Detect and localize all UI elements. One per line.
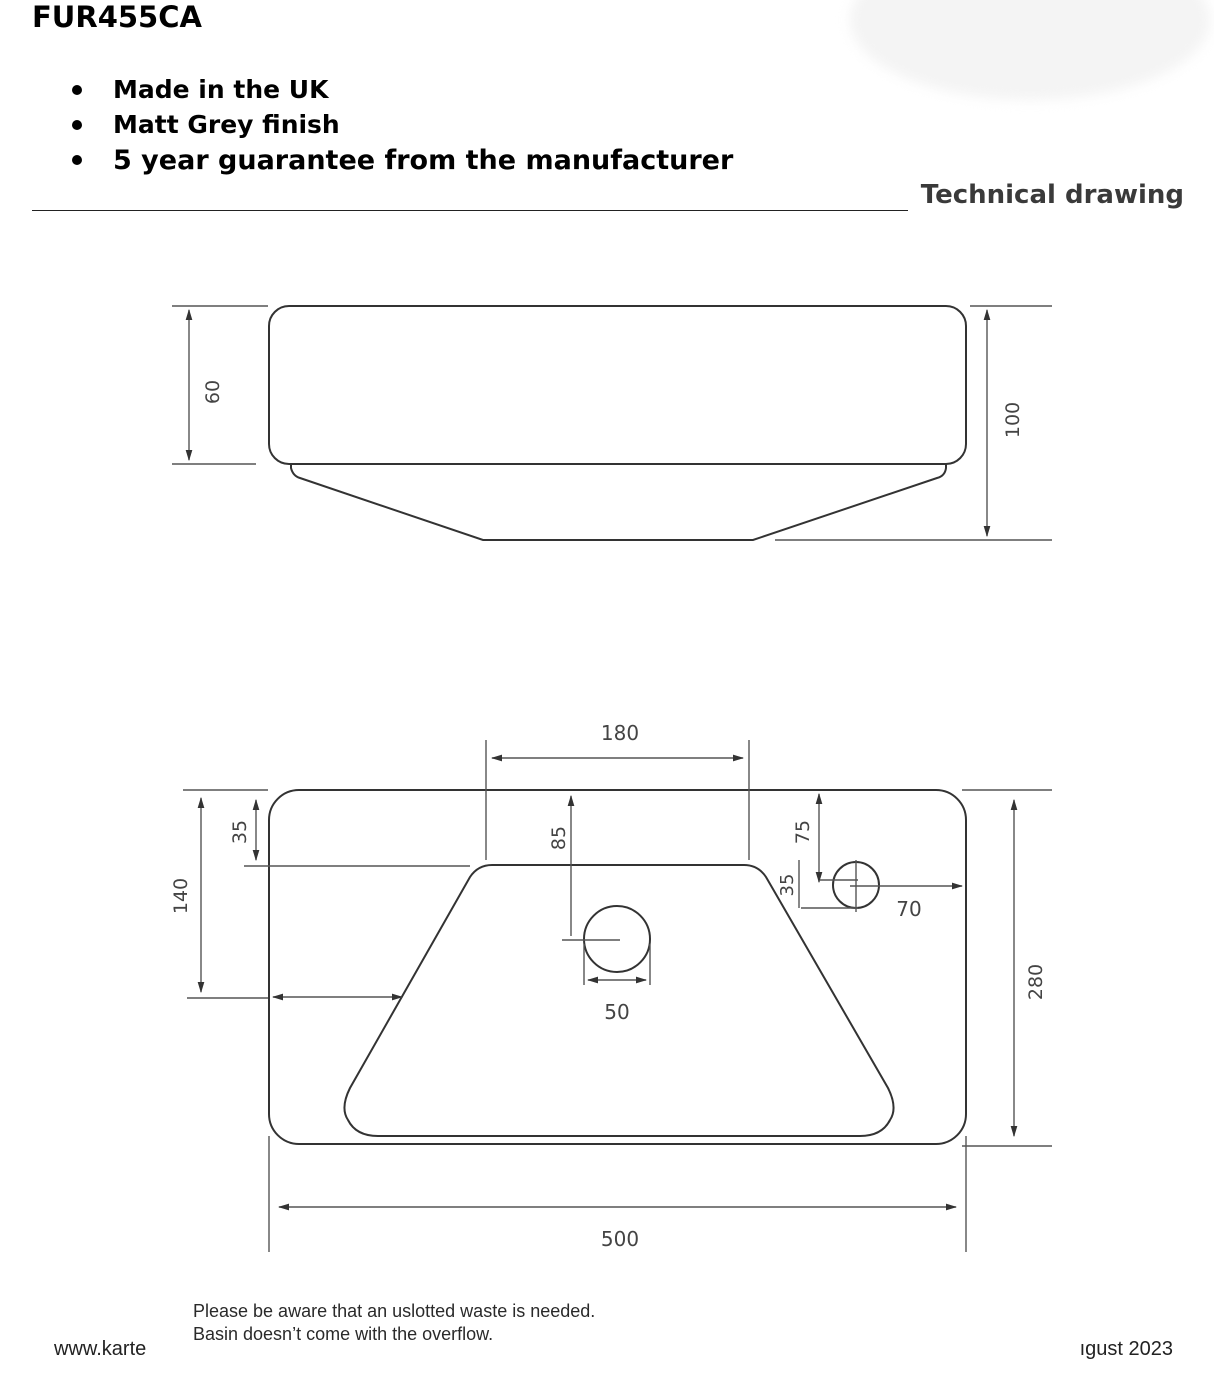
footer-website[interactable]: www.karte <box>54 1338 147 1360</box>
basin-side-body <box>268 305 967 465</box>
section-title: Technical drawing <box>920 180 1184 210</box>
top-view <box>268 789 967 1145</box>
dim-label-50: 50 <box>604 1000 629 1024</box>
side-view-dimensions <box>172 305 1052 541</box>
footer-date: ıgust 2023 <box>1079 1338 1173 1360</box>
basin-top-outline <box>268 789 967 1145</box>
waste-hole <box>583 905 651 973</box>
dim-label-70: 70 <box>896 897 921 921</box>
feature-list: Made in the UK Matt Grey finish 5 year g… <box>64 72 733 179</box>
dim-label-35-left: 35 <box>229 820 251 844</box>
top-view-dimensions <box>183 740 1052 1252</box>
note-line-waste: Please be aware that an uslotted waste i… <box>193 1301 596 1321</box>
installation-note: Please be aware that an uslotted waste i… <box>193 1300 595 1346</box>
dim-label-75: 75 <box>792 820 814 844</box>
dim-label-35-right: 35 <box>777 874 798 897</box>
side-view <box>268 305 967 541</box>
basin-side-base <box>290 464 947 541</box>
feature-item: 5 year guarantee from the manufacturer <box>64 142 733 179</box>
feature-item: Made in the UK <box>64 72 733 107</box>
dim-label-140: 140 <box>170 878 192 914</box>
product-code-title: FUR455CA <box>32 0 202 34</box>
dim-label-60: 60 <box>202 380 224 404</box>
dim-label-280: 280 <box>1025 964 1047 1000</box>
dim-label-100: 100 <box>1002 402 1024 438</box>
dim-label-180: 180 <box>601 721 639 745</box>
feature-item: Matt Grey finish <box>64 107 733 142</box>
basin-bowl-outline <box>343 864 895 1137</box>
dim-label-500: 500 <box>601 1227 639 1251</box>
note-line-overflow: Basin doesn’t come with the overflow. <box>193 1324 494 1344</box>
section-divider <box>32 210 908 211</box>
dim-label-85: 85 <box>548 826 570 850</box>
